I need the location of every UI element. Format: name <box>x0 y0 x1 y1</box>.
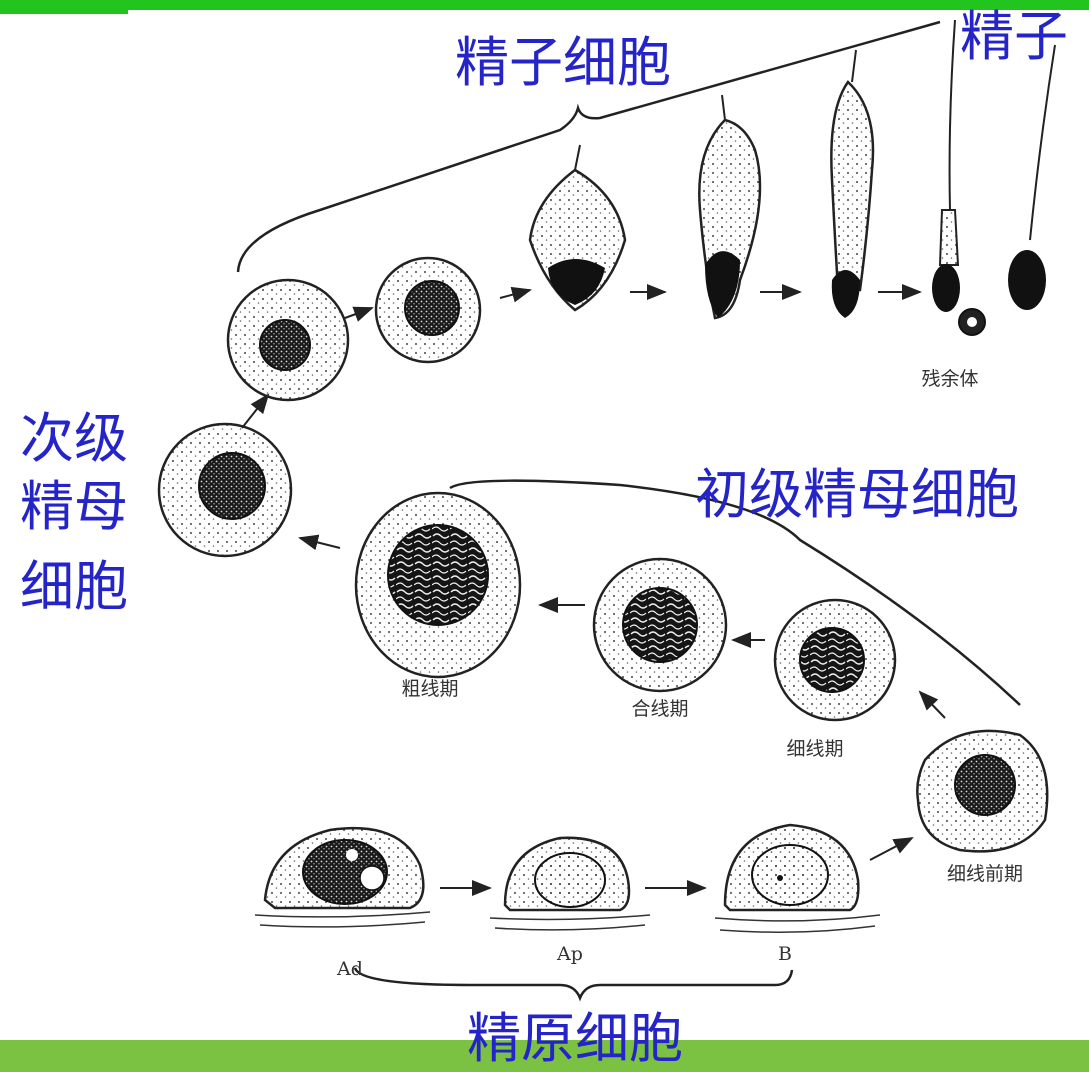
bottom-green-bar <box>0 1040 1089 1072</box>
spermatogonium-ad <box>254 826 431 928</box>
spermatogonia-brace <box>353 967 794 1002</box>
secondary-spermatocyte-label-line3: 细胞 <box>20 555 128 618</box>
top-green-bar-notch <box>0 0 128 14</box>
spermatogonia-label: 精原细胞 <box>467 1007 683 1070</box>
spermatid-late <box>830 49 875 318</box>
zygotene-label: 合线期 <box>631 698 688 720</box>
secondary-spermatocyte-cell-1 <box>226 278 350 402</box>
b-label: B <box>778 943 792 965</box>
pachytene-label: 粗线期 <box>401 678 458 700</box>
spermatogonium-ap <box>489 836 651 931</box>
secondary-spermatocyte-label-line2: 精母 <box>20 475 128 538</box>
secondary-spermatocyte-label-line1: 次级 <box>20 407 128 470</box>
preleptotene-cell <box>916 729 1049 853</box>
primary-spermatocyte-brace <box>449 479 1021 706</box>
sperm-label: 精子 <box>960 5 1068 68</box>
ap-label: Ap <box>556 943 583 965</box>
sperm-with-residual-body <box>932 19 986 336</box>
ad-label: Ad <box>336 958 363 980</box>
residual-body-label: 残余体 <box>921 368 978 390</box>
mature-sperm <box>1008 44 1056 310</box>
spermatid-label: 精子细胞 <box>455 31 671 94</box>
spermatogonium-b <box>714 823 881 933</box>
spermatid-elongating <box>698 94 762 320</box>
spermatid-brace <box>236 20 941 273</box>
pachytene-cell <box>354 491 522 679</box>
preleptotene-label: 细线前期 <box>947 863 1023 885</box>
secondary-spermatocyte-cell-2 <box>157 422 293 558</box>
top-green-bar <box>0 0 1089 10</box>
spermatid-acrosome <box>528 144 627 312</box>
zygotene-cell <box>592 557 728 693</box>
leptotene-cell <box>773 598 897 722</box>
leptotene-label: 细线期 <box>786 738 843 760</box>
primary-spermatocyte-label: 初级精母细胞 <box>695 463 1019 526</box>
spermatid-round <box>374 256 482 364</box>
